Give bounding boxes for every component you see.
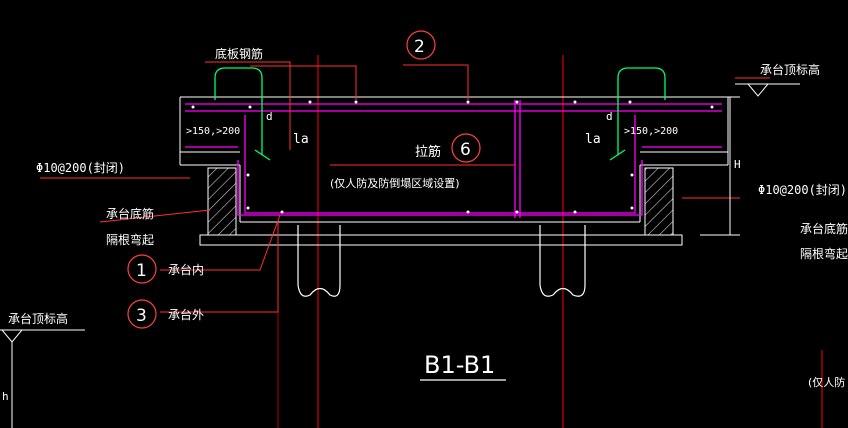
- slab-rebar-lines: [185, 100, 722, 218]
- elevation-marker-right: [746, 83, 770, 97]
- label-dim-d-right: d: [606, 110, 613, 123]
- hook-rebar-right: [609, 67, 666, 161]
- callout-circle-6: [451, 133, 481, 163]
- label-la-right: la: [585, 132, 601, 147]
- dimension-right: [700, 96, 740, 236]
- label-dim-h-right: H: [734, 158, 741, 171]
- elevation-marker-left: [0, 329, 24, 343]
- callout-2-number: 2: [414, 37, 425, 57]
- slab-outline: [179, 96, 729, 246]
- hook-rebar-left: [214, 67, 271, 161]
- callout-6-number: 6: [460, 140, 471, 160]
- label-cut-note: (仅人防: [808, 375, 845, 389]
- label-stirrup-left: Φ10@200(封闭): [36, 161, 125, 175]
- label-cap-inner: 承台内: [168, 262, 204, 277]
- label-cap-top-elev-right: 承台顶标高: [760, 62, 820, 77]
- label-dim-h-left: h: [2, 390, 9, 403]
- label-dim-d-left: d: [266, 110, 273, 123]
- rebar-dots: [191, 100, 714, 214]
- callout-circle-1: [127, 254, 157, 284]
- callout-circle-3: [127, 299, 157, 329]
- pile-left: [297, 225, 341, 297]
- label-anchor-right: >150,>200: [624, 126, 678, 137]
- leader-lines: [40, 61, 770, 313]
- callout-1-number: 1: [136, 261, 147, 281]
- label-cap-top-elev-left: 承台顶标高: [8, 311, 68, 326]
- label-bottom-slab-rebar: 底板钢筋: [215, 46, 263, 61]
- label-stirrup-right: Φ10@200(封闭): [758, 183, 847, 197]
- label-tie-bar: 拉筋: [415, 144, 441, 160]
- label-cap-bottom-right-2: 隔根弯起: [800, 246, 848, 261]
- section-title: B1-B1: [424, 351, 495, 379]
- label-la-left: la: [293, 132, 309, 147]
- label-cap-bottom-left-2: 隔根弯起: [106, 232, 154, 247]
- callout-3-number: 3: [136, 306, 147, 326]
- hatched-wall-left: [207, 167, 237, 236]
- callout-circle-2: [406, 30, 436, 60]
- label-cap-outer: 承台外: [168, 307, 204, 322]
- label-cap-bottom-left-1: 承台底筋: [106, 206, 154, 221]
- hatched-wall-right: [644, 167, 674, 236]
- label-anchor-left: >150,>200: [186, 126, 240, 137]
- pile-right: [539, 225, 586, 297]
- label-tie-bar-note: (仅人防及防倒塌区域设置): [330, 176, 460, 190]
- label-cap-bottom-right-1: 承台底筋: [800, 221, 848, 236]
